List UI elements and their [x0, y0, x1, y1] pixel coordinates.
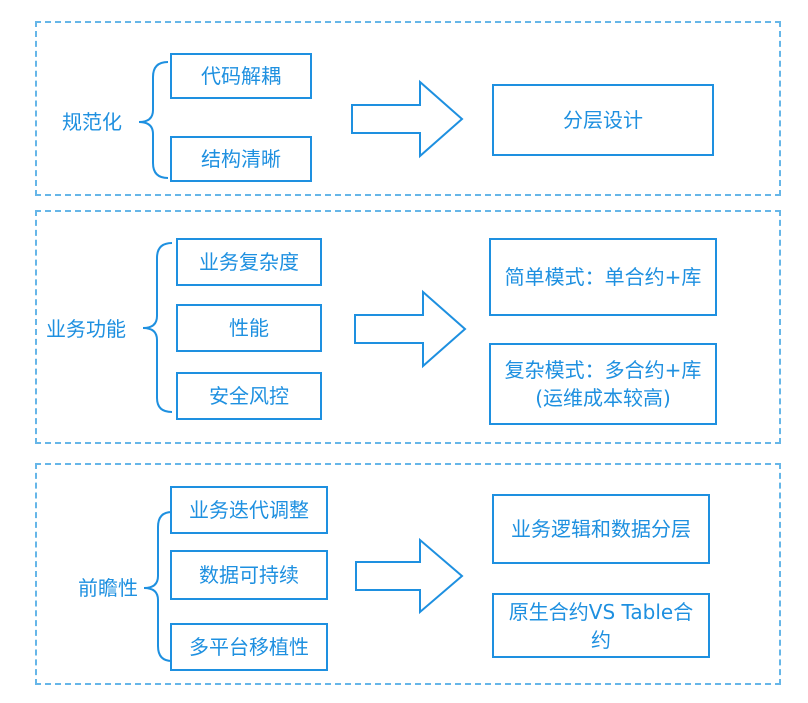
section-business-function [35, 210, 781, 444]
item-box-multi-platform-portability: 多平台移植性 [170, 623, 328, 671]
result-label: 分层设计 [563, 108, 643, 132]
item-box-code-decoupling: 代码解耦 [170, 53, 312, 99]
item-label: 多平台移植性 [189, 635, 309, 659]
item-label: 业务迭代调整 [189, 498, 309, 522]
item-box-security-risk-control: 安全风控 [176, 372, 322, 420]
item-box-clear-structure: 结构清晰 [170, 136, 312, 182]
item-label: 代码解耦 [201, 64, 281, 88]
result-box-layered-design: 分层设计 [492, 84, 714, 156]
result-box-simple-mode: 简单模式：单合约+库 [489, 238, 717, 316]
result-label: 业务逻辑和数据分层 [511, 517, 691, 541]
item-box-data-sustainability: 数据可持续 [170, 550, 328, 600]
result-box-native-vs-table-contract: 原生合约VS Table合约 [492, 593, 710, 658]
item-label: 安全风控 [209, 384, 289, 408]
item-label: 业务复杂度 [199, 250, 299, 274]
section-forward-looking [35, 463, 781, 685]
result-label: 简单模式：单合约+库 [504, 265, 702, 289]
result-box-complex-mode: 复杂模式：多合约+库 (运维成本较高) [489, 343, 717, 425]
result-label: 复杂模式：多合约+库 (运维成本较高) [504, 358, 702, 410]
item-box-business-complexity: 业务复杂度 [176, 238, 322, 286]
section-label-standardization: 规范化 [62, 110, 122, 134]
result-box-logic-data-layering: 业务逻辑和数据分层 [492, 494, 710, 564]
item-box-business-iteration: 业务迭代调整 [170, 486, 328, 534]
section-label-business-function: 业务功能 [46, 317, 126, 341]
section-standardization [35, 21, 781, 196]
item-label: 数据可持续 [199, 563, 299, 587]
section-label-forward-looking: 前瞻性 [78, 576, 138, 600]
item-label: 结构清晰 [201, 147, 281, 171]
item-label: 性能 [229, 316, 269, 340]
item-box-performance: 性能 [176, 304, 322, 352]
result-label: 原生合约VS Table合约 [508, 599, 694, 652]
